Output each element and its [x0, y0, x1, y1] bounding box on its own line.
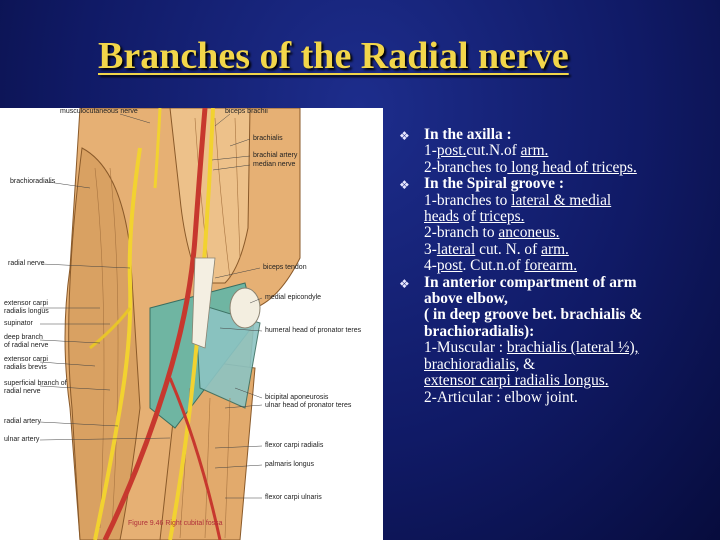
label-biceps: biceps brachii: [225, 108, 268, 115]
musculocutaneous-line: [153, 108, 162, 189]
label-ecrb-2: radialis brevis: [4, 364, 47, 371]
bullet-item: ❖In the axilla :1-post.cut.N.of arm.2-br…: [399, 126, 715, 176]
label-musculocutaneous: musculocutaneous nerve: [60, 108, 138, 115]
slide-title: Branches of the Radial nerve: [98, 35, 569, 77]
text-segment: ( in deep groove bet. brachialis &: [424, 306, 643, 324]
bullet-line: 2-branches to long head of triceps.: [424, 158, 715, 176]
label-deep-branch-1: deep branch: [4, 334, 43, 341]
label-ulnar-head: ulnar head of pronator teres: [265, 402, 352, 409]
label-ulnar-artery: ulnar artery: [4, 436, 40, 443]
text-segment: cut. N. of: [475, 240, 542, 258]
text-segment: forearm.: [524, 257, 578, 275]
bullet-line: above elbow,: [424, 290, 715, 308]
text-segment: post: [436, 257, 463, 275]
label-deep-branch-2: of radial nerve: [4, 342, 49, 349]
bullet-line: In the axilla :: [424, 126, 715, 143]
label-palmaris: palmaris longus: [265, 461, 315, 468]
text-segment: extensor carpi radialis longus.: [424, 372, 609, 390]
text-segment: anconeus.: [498, 224, 560, 242]
label-brachialis: brachialis: [253, 135, 283, 142]
label-brachioradialis: brachioradialis: [10, 178, 56, 185]
label-humeral-head: humeral head of pronator teres: [265, 327, 362, 334]
bullet-item: ❖ In the Spiral groove :1-branches to lat…: [399, 176, 715, 274]
text-segment: In the Spiral groove :: [424, 175, 564, 193]
text-segment: 2-Articular : elbow joint.: [424, 388, 578, 406]
text-segment: arm.: [520, 142, 549, 160]
text-segment: lateral: [436, 240, 476, 258]
label-median-nerve: median nerve: [253, 161, 296, 168]
bullet-diamond-icon: ❖: [399, 178, 410, 193]
brachioradialis-shape: [68, 147, 141, 540]
text-segment: above elbow,: [424, 290, 508, 308]
bullet-diamond-icon: ❖: [399, 129, 410, 143]
bullet-line: ( in deep groove bet. brachialis &: [424, 307, 715, 323]
text-segment: 1-branches to: [424, 191, 512, 209]
label-brachial-artery: brachial artery: [253, 152, 298, 159]
text-segment: 1-Muscular :: [424, 339, 507, 357]
text-segment: 4-: [424, 257, 437, 275]
label-supinator: supinator: [4, 320, 33, 327]
bullet-line: 1-post.cut.N.of arm.: [424, 143, 715, 159]
bullet-line: 3-lateral cut. N. of arm.: [424, 240, 715, 258]
biceps-tendon-shape: [191, 257, 216, 349]
text-segment: 2-branch to: [424, 224, 499, 242]
bullet-line: 4-post. Cut.n.of forearm.: [424, 258, 715, 274]
text-segment: In anterior compartment of arm: [424, 273, 637, 291]
label-radial-nerve: radial nerve: [8, 260, 45, 267]
text-segment: heads: [424, 208, 460, 226]
ulnar-artery-line: [168, 377, 222, 540]
bullet-line: brachioradialis):: [424, 322, 715, 340]
bullet-line: brachioradialis, &: [424, 355, 715, 373]
bullet-diamond-icon: ❖: [399, 276, 410, 291]
text-segment: brachialis (lateral ½),: [506, 339, 639, 357]
label-fcr: flexor carpi radialis: [265, 442, 324, 449]
text-segment: 2-branches to: [424, 158, 508, 176]
text-segment: of: [459, 208, 480, 226]
text-segment: brachioradialis,: [424, 355, 520, 373]
text-segment: lateral & medial: [511, 191, 612, 209]
label-ecrl-2: radialis longus: [4, 308, 49, 315]
bullet-list: ❖In the axilla :1-post.cut.N.of arm.2-br…: [399, 126, 715, 406]
text-segment: brachioradialis):: [424, 322, 535, 340]
label-radial-artery: radial artery: [4, 418, 41, 425]
text-segment: long head of triceps.: [507, 158, 637, 176]
text-segment: 1-: [424, 142, 437, 160]
bullet-line: heads of triceps.: [424, 208, 715, 226]
bullet-line: 2-branch to anconeus.: [424, 225, 715, 241]
figure-caption: Figure 9.46 Right cubital fossa: [128, 520, 223, 527]
label-biceps-tendon: biceps tendon: [263, 264, 307, 271]
bullet-line: 1-Muscular : brachialis (lateral ½),: [424, 340, 715, 356]
text-segment: In the axilla :: [424, 126, 512, 143]
text-segment: triceps.: [479, 208, 525, 226]
bullet-line: 2-Articular : elbow joint.: [424, 388, 715, 406]
label-medial-epicondyle: medial epicondyle: [265, 294, 322, 301]
label-ecrl-1: extensor carpi: [4, 300, 48, 307]
text-segment: 3-: [424, 240, 437, 258]
label-fcu: flexor carpi ulnaris: [265, 494, 322, 501]
bullet-line: In anterior compartment of arm: [424, 273, 715, 291]
text-segment: . Cut.n.of: [462, 257, 525, 275]
text-segment: &: [519, 355, 536, 373]
radial-nerve-line: [93, 147, 142, 540]
anatomy-figure: musculocutaneous nerve biceps brachii br…: [0, 108, 383, 540]
bullet-line: In the Spiral groove :: [424, 176, 715, 192]
leader-lines: [39, 113, 263, 499]
label-superficial-2: radial nerve: [4, 388, 41, 395]
label-ecrb-1: extensor carpi: [4, 356, 48, 363]
text-segment: arm.: [541, 240, 569, 258]
text-segment: cut.N.of: [466, 142, 521, 160]
bullet-line: 1-branches to lateral & medial: [424, 191, 715, 209]
deep-branch-line: [89, 307, 132, 350]
bullet-line: extensor carpi radialis longus.: [424, 372, 715, 390]
medial-epicondyle-shape: [229, 287, 261, 329]
label-superficial-1: superficial branch of: [4, 380, 67, 387]
text-segment: post.: [436, 142, 467, 160]
cubital-fossa-illustration: [39, 108, 301, 540]
brachial-artery-line: [102, 108, 208, 540]
label-bicipital-aponeurosis: bicipital aponeurosis: [265, 394, 329, 401]
